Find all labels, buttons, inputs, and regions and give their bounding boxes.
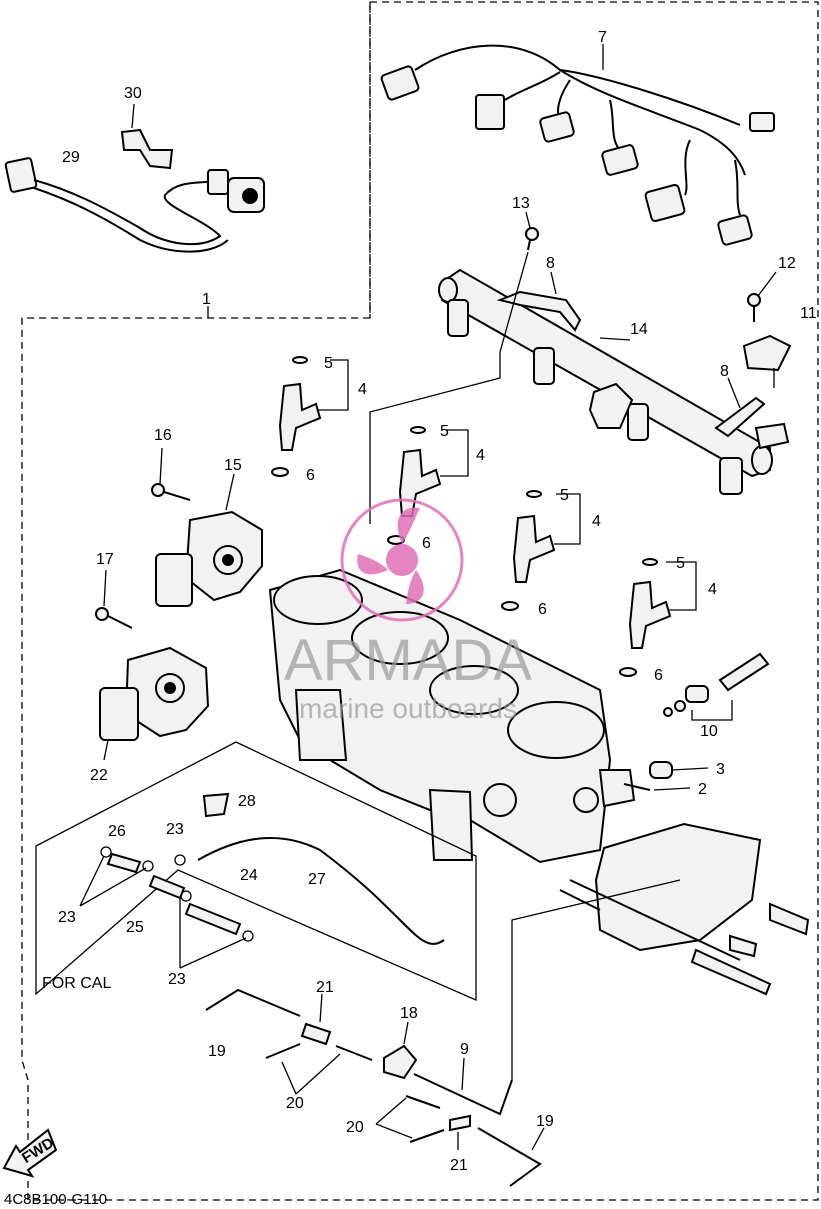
hose-9 xyxy=(413,879,681,1116)
callout-11: 11 xyxy=(800,305,817,322)
drawing-code: 4C8B100-G110 xyxy=(4,1191,107,1208)
bracket-18 xyxy=(383,1021,418,1080)
callout-4a: 4 xyxy=(358,381,367,398)
callout-7: 7 xyxy=(598,29,607,46)
bracket-8b xyxy=(714,377,790,450)
callout-6a: 6 xyxy=(306,467,315,484)
joint-21a xyxy=(300,993,332,1046)
screw-set-10 xyxy=(663,652,770,721)
hose-20b xyxy=(375,1095,445,1143)
screw-13 xyxy=(369,211,539,524)
callout-20a: 20 xyxy=(286,1095,304,1112)
screw-12 xyxy=(747,271,777,322)
callout-13: 13 xyxy=(512,195,530,212)
callout-3: 3 xyxy=(716,761,725,778)
callout-9: 9 xyxy=(460,1041,469,1058)
callout-5c: 5 xyxy=(560,487,569,504)
callout-26: 26 xyxy=(108,823,126,840)
callout-4d: 4 xyxy=(708,581,717,598)
callout-19a: 19 xyxy=(208,1043,226,1060)
hose-19b xyxy=(477,1127,545,1187)
fwd-arrow-icon xyxy=(2,1128,58,1178)
callout-10: 10 xyxy=(700,723,718,740)
clamps-23 xyxy=(79,846,254,969)
hose-20a xyxy=(265,1043,373,1095)
callout-6b: 6 xyxy=(422,535,431,552)
callout-23a: 23 xyxy=(58,909,76,926)
throttle-position-sensor-22 xyxy=(99,646,210,761)
callout-16: 16 xyxy=(154,427,172,444)
callout-28: 28 xyxy=(238,793,256,810)
callout-20b: 20 xyxy=(346,1119,364,1136)
for-cal-label: FOR CAL xyxy=(42,975,111,992)
bracket-8a xyxy=(496,271,582,332)
callout-8b: 8 xyxy=(720,363,729,380)
callout-15: 15 xyxy=(224,457,242,474)
hose-27 xyxy=(197,836,445,945)
callout-22: 22 xyxy=(90,767,108,784)
throttle-position-sensor-15 xyxy=(155,473,263,607)
screw-17 xyxy=(95,569,133,629)
callout-19b: 19 xyxy=(536,1113,554,1130)
fuel-injector-4c xyxy=(501,490,581,611)
callout-24: 24 xyxy=(240,867,258,884)
hose-24 xyxy=(184,902,242,936)
watermark-brand: ARMADA xyxy=(284,628,532,693)
for-cal-box xyxy=(35,741,477,1001)
fuel-injector-4a xyxy=(271,356,349,477)
assembly-boundary-1 xyxy=(21,1,819,1201)
screw-16 xyxy=(151,447,191,501)
clip-30 xyxy=(120,103,174,170)
callout-27: 27 xyxy=(308,871,326,888)
callout-5d: 5 xyxy=(676,555,685,572)
callout-12: 12 xyxy=(778,255,796,272)
clip-28 xyxy=(202,792,230,818)
joint-26 xyxy=(106,852,142,874)
watermark-tagline: marine outboards xyxy=(299,693,517,724)
throttle-cover xyxy=(559,822,810,996)
screw-2 xyxy=(623,783,691,791)
callout-1: 1 xyxy=(202,291,211,308)
callout-23b: 23 xyxy=(166,821,184,838)
callout-5a: 5 xyxy=(324,355,333,372)
callout-8a: 8 xyxy=(546,255,555,272)
fuel-delivery-pipe-14 xyxy=(438,268,773,495)
callout-25: 25 xyxy=(126,919,144,936)
callout-2: 2 xyxy=(698,781,707,798)
bracket-11 xyxy=(742,334,792,388)
wire-harness-7 xyxy=(380,44,775,246)
joint-21b xyxy=(449,1114,471,1150)
hose-19a xyxy=(205,988,301,1017)
callout-29: 29 xyxy=(62,149,80,166)
throttle-body-assembly xyxy=(268,568,636,864)
callout-4b: 4 xyxy=(476,447,485,464)
fuel-injector-4d xyxy=(619,558,697,677)
sub-wire-harness-29 xyxy=(4,157,265,253)
callout-6c: 6 xyxy=(538,601,547,618)
cap-3 xyxy=(649,761,709,779)
callout-4c: 4 xyxy=(592,513,601,530)
callout-30: 30 xyxy=(124,85,142,102)
callout-21b: 21 xyxy=(450,1157,468,1174)
callout-21a: 21 xyxy=(316,979,334,996)
callout-23c: 23 xyxy=(168,971,186,988)
armada-watermark xyxy=(340,498,464,622)
callout-18: 18 xyxy=(400,1005,418,1022)
callout-14: 14 xyxy=(630,321,648,338)
callout-5b: 5 xyxy=(440,423,449,440)
callout-6d: 6 xyxy=(654,667,663,684)
callout-17: 17 xyxy=(96,551,114,568)
